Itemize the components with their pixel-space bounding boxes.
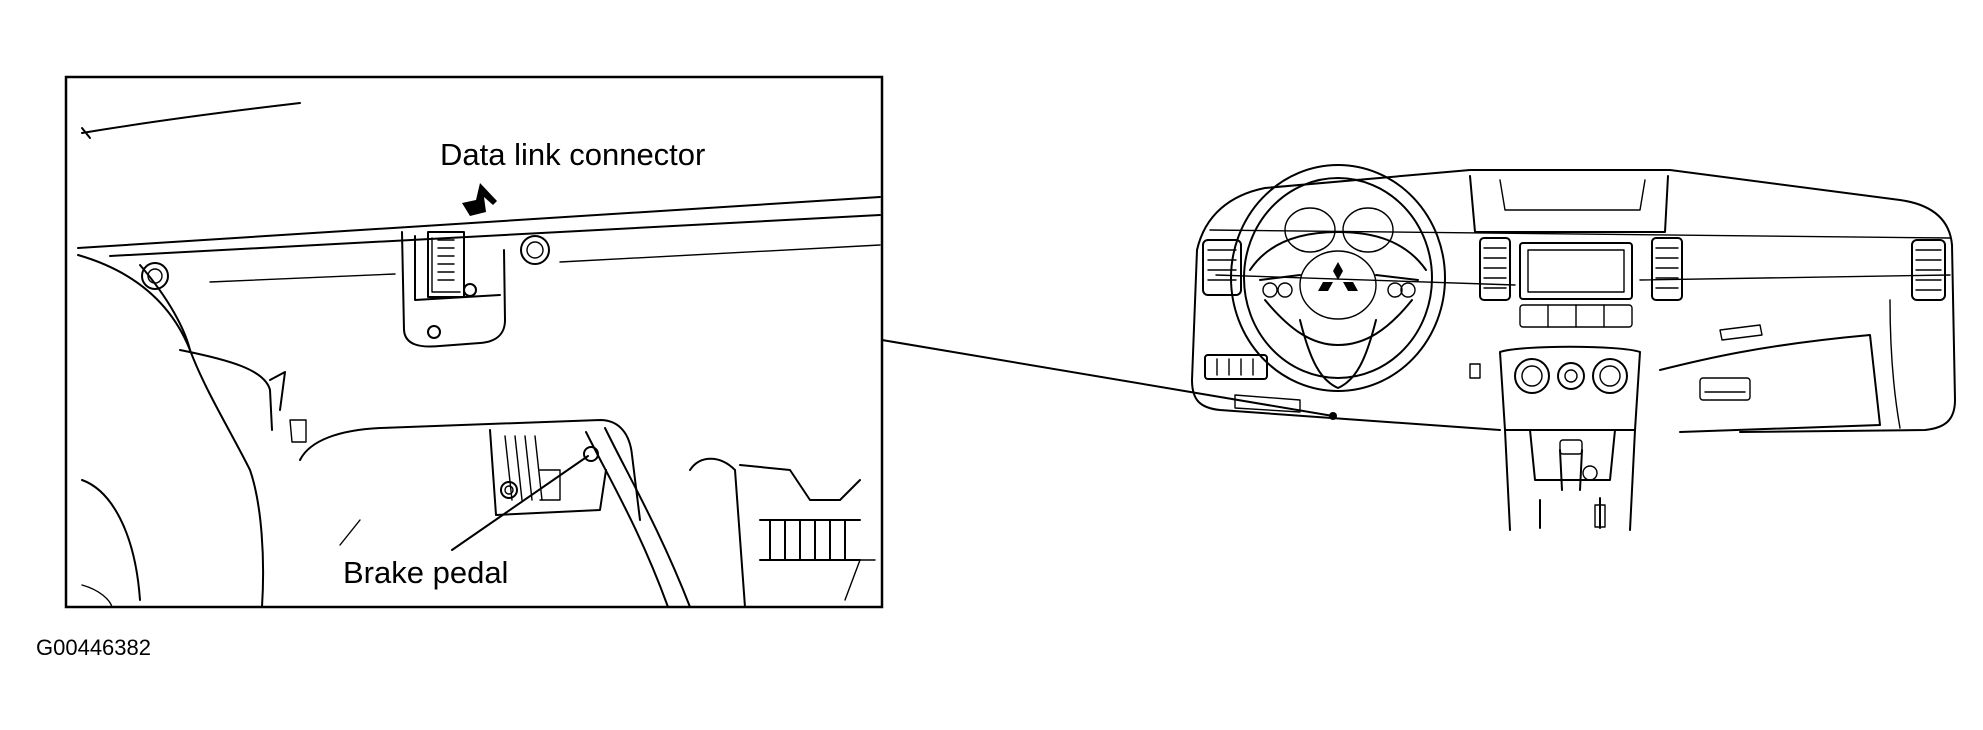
figure-code: G00446382	[36, 635, 151, 660]
inset-frame	[64, 75, 884, 609]
inset-leader-line	[881, 339, 1334, 417]
brake-pedal-leader	[451, 455, 589, 551]
data-link-connector-label: Data link connector	[440, 137, 705, 172]
three-diamond-emblem-icon	[1318, 262, 1358, 291]
brake-pedal-label: Brake pedal	[343, 555, 508, 590]
dashboard-overview	[1191, 164, 1956, 531]
arrow-icon	[462, 183, 497, 216]
detail-inset: Data link connector Brake pedal	[64, 75, 884, 609]
steering-wheel	[1230, 164, 1446, 392]
